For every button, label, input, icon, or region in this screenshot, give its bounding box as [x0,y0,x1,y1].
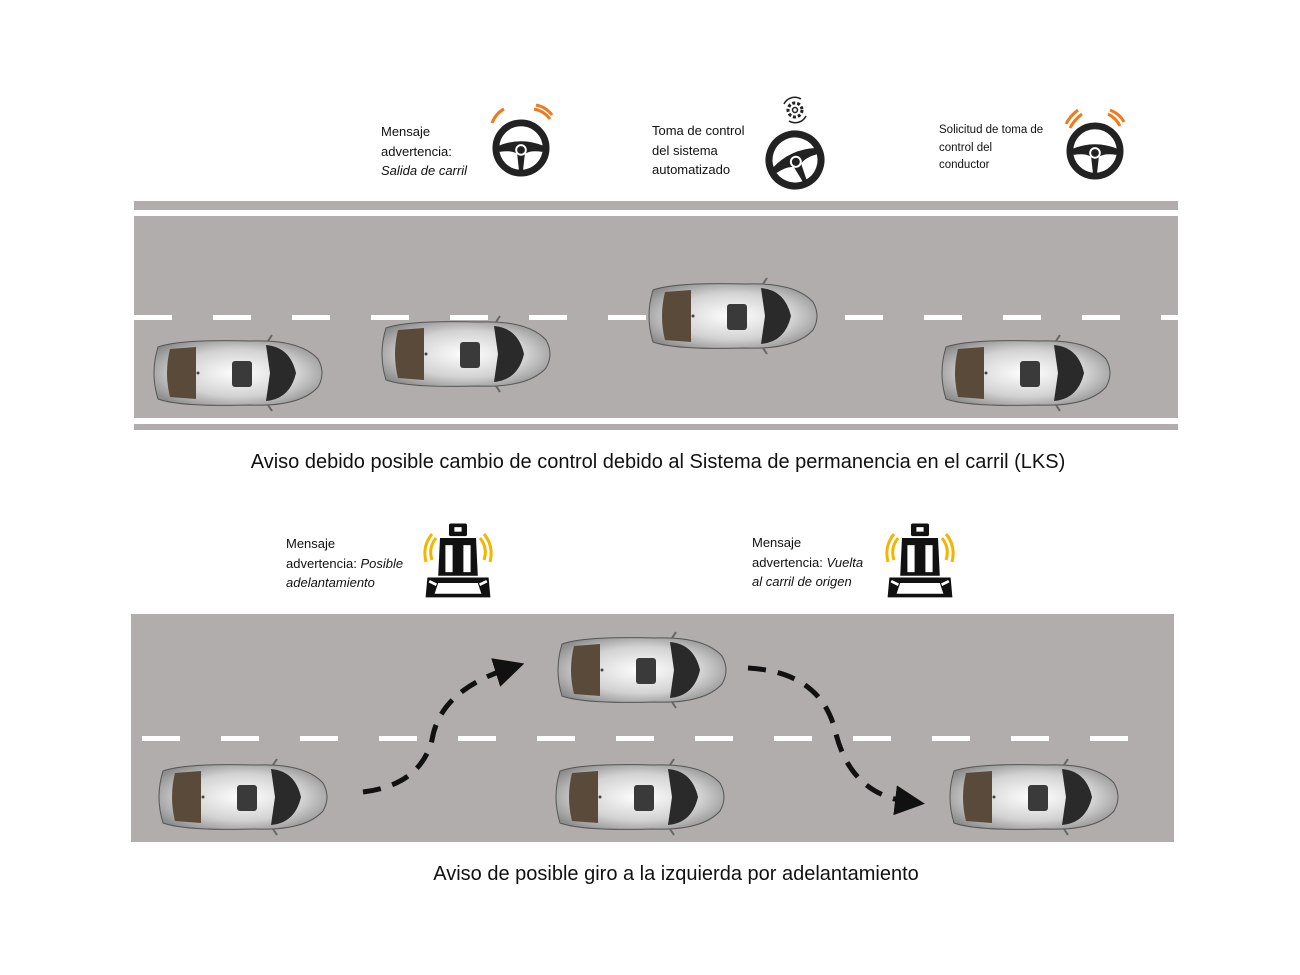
car [946,757,1121,837]
car [155,757,330,837]
lane-dash [695,736,733,741]
lane-dash [1161,315,1178,320]
label-return-lane-warning: Mensaje advertencia: Vuelta al carril de… [752,533,863,592]
label-line: Solicitud de toma de [939,124,1044,136]
gear-rotate-icon [783,96,807,124]
lane-dash [300,736,338,741]
label-line: control del [939,141,993,154]
lane-dash [608,315,646,320]
lane-dash [379,736,417,741]
lane-dash [458,736,496,741]
car [378,314,553,394]
lane-dash [1003,315,1041,320]
caption-lks: Aviso debido posible cambio de control d… [250,451,1066,473]
lane-dash [924,315,962,320]
car [938,333,1113,413]
car [552,757,727,837]
label-line: Posible [360,555,404,571]
lane-dash [774,736,812,741]
label-line: conductor [939,159,990,171]
label-line: Toma de control [652,123,745,138]
label-line: al carril de origen [752,574,852,589]
label-line: Mensaje [381,124,431,139]
lane-dash [845,315,883,320]
label-line: adelantamiento [286,575,375,590]
lane-dash [1082,315,1120,320]
steering-wheel-alert-icon [1064,108,1126,184]
lane-dash [1090,736,1128,741]
label-line: advertencia: [752,554,827,570]
lane-dash [221,736,259,741]
label-line: automatizado [652,162,731,177]
lane-dash [537,736,575,741]
lane-dash [932,736,970,741]
lane-dash [1011,736,1049,741]
lane-dash [450,315,488,320]
label-line: del sistema [652,142,718,158]
car [554,630,729,710]
label-line: advertencia: [381,143,452,159]
label-line: Vuelta [826,554,864,570]
lane-dash [616,736,654,741]
car [645,276,820,356]
label-lane-departure-warning: Mensaje advertencia: Salida de carril [381,122,467,181]
label-line: Salida de carril [381,163,467,178]
label-line: Mensaje [752,535,802,550]
lane-dash [142,736,180,741]
lane-dash [292,315,330,320]
caption-overtaking: Aviso de posible giro a la izquierda por… [433,863,919,885]
road-edge-stripe [134,424,1178,430]
label-line: Mensaje [286,536,336,551]
car [150,333,325,413]
lane-dash [371,315,409,320]
vibrating-seat-icon [423,522,493,599]
label-line: advertencia: [286,555,361,571]
label-automated-takeover: Toma de control del sistema automatizado [652,121,745,180]
label-driver-takeover-request: Solicitud de toma de control del conduct… [939,122,1043,175]
vibrating-seat-icon [885,522,955,599]
lane-dash [529,315,567,320]
steering-wheel-automated-icon [762,96,828,192]
lane-dash [213,315,251,320]
label-overtake-warning: Mensaje advertencia: Posible adelantamie… [286,534,403,593]
lane-dash [134,315,172,320]
road-edge-stripe [134,201,1178,210]
steering-wheel-alert-icon [490,103,554,181]
lane-dash [853,736,891,741]
